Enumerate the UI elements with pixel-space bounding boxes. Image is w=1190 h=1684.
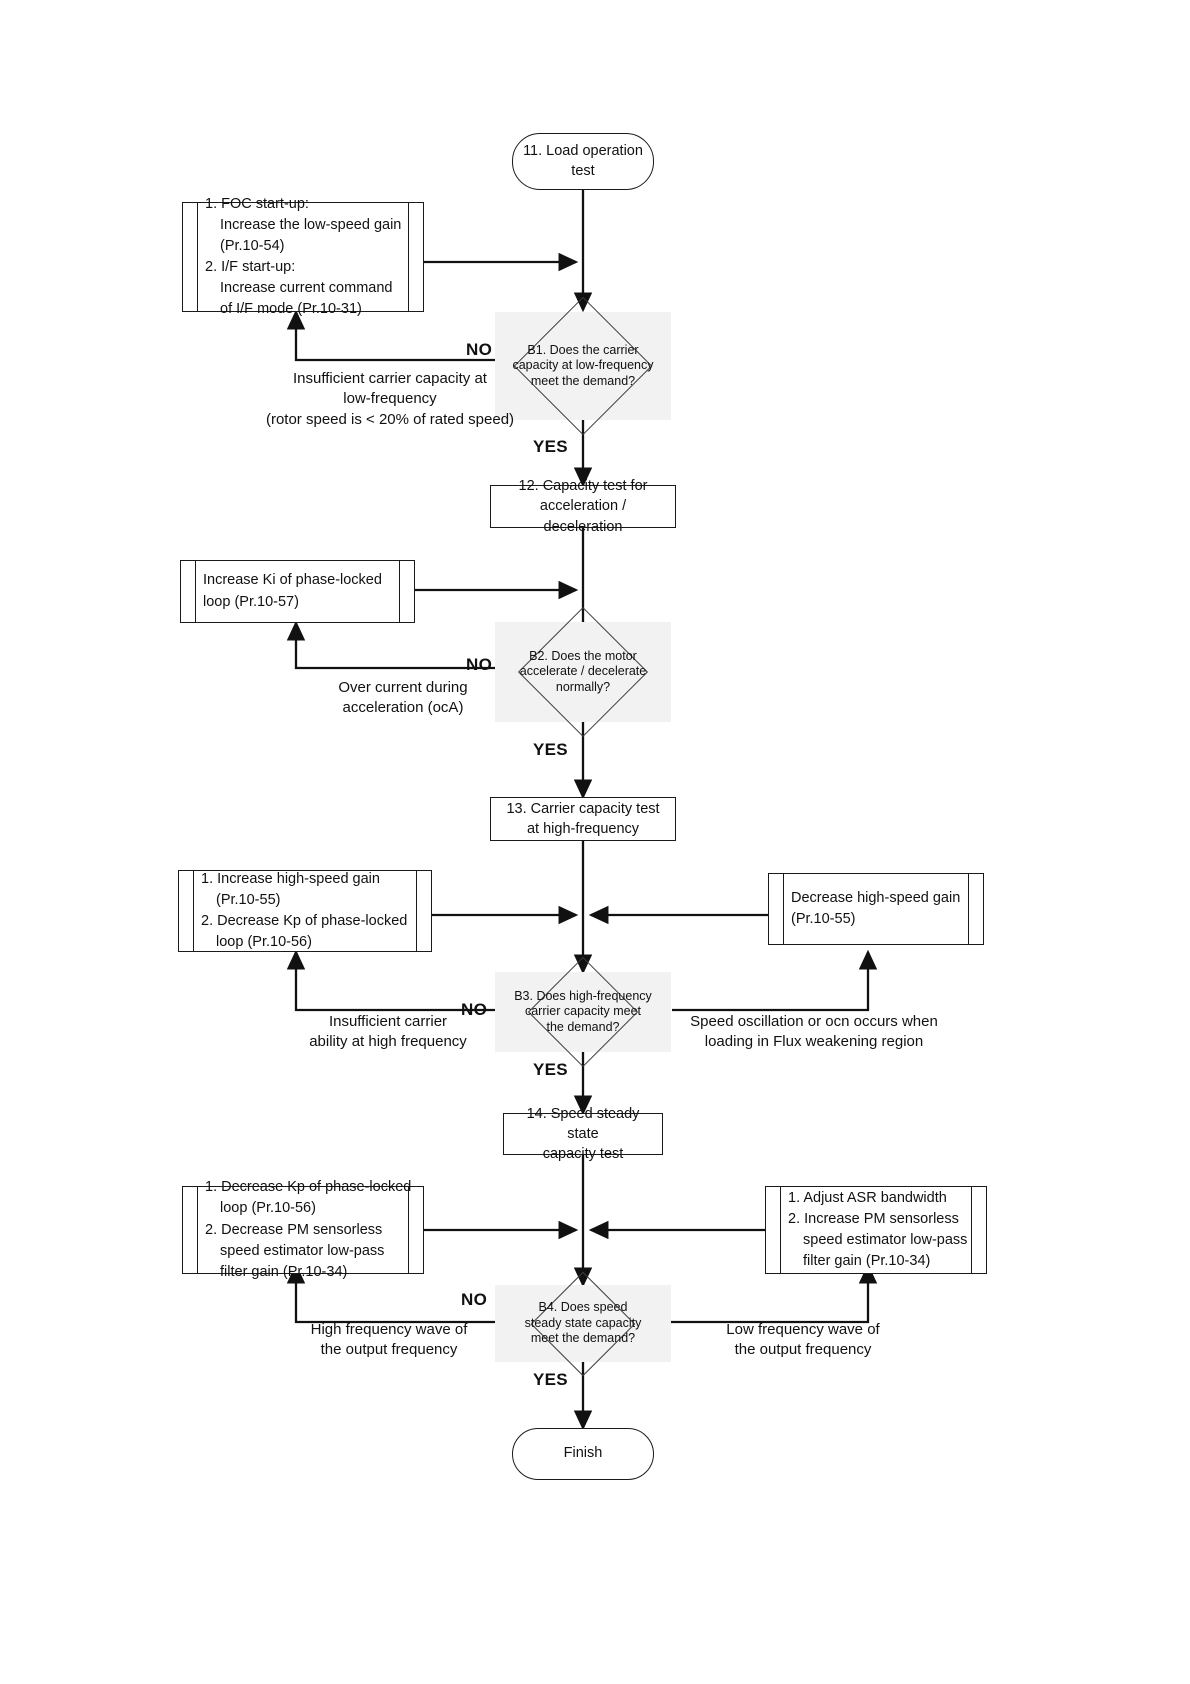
branch-label-b3-yes: YES: [533, 1060, 568, 1079]
node-label: 14. Speed steady state capacity test: [526, 1105, 640, 1163]
action-item-number: 1.: [205, 1179, 218, 1196]
action-list: 1. Adjust ASR bandwidth 2. Increase PM s…: [788, 1188, 980, 1272]
branch-label-b3-no: NO: [461, 1000, 488, 1019]
action-item: 1. Increase high-speed gain (Pr.10-55): [201, 869, 425, 911]
node-finish[interactable]: Finish: [512, 1428, 654, 1480]
action-box-increase-high-speed-gain[interactable]: 1. Increase high-speed gain (Pr.10-55) 2…: [178, 870, 432, 952]
action-item-head: Decrease PM sensorless: [221, 1221, 383, 1238]
action-item-head: Increase high-speed gain: [217, 870, 380, 887]
action-item-head: Adjust ASR bandwidth: [803, 1189, 947, 1206]
annotation-b4-no: High frequency wave of the output freque…: [310, 1321, 468, 1359]
action-item-line: filter gain (Pr.10-34): [220, 1263, 348, 1280]
action-item-head: FOC start-up:: [221, 195, 309, 212]
annotation-b1-no: Insufficient carrier capacity at low-fre…: [265, 370, 515, 428]
action-item-number: 2.: [201, 913, 214, 929]
action-item-number: 2.: [205, 259, 218, 275]
action-list: 1. FOC start-up: Increase the low-speed …: [205, 194, 417, 320]
decision-b1-carrier-capacity-low-frequency[interactable]: B1. Does the carrier capacity at low-fre…: [495, 296, 671, 436]
decision-b2-accelerate-decelerate[interactable]: B2. Does the motor accelerate / decelera…: [495, 606, 671, 738]
action-item: 2. I/F start-up: Increase current comman…: [205, 257, 417, 320]
action-item-head: Decrease Kp of phase-locked: [217, 913, 408, 929]
node-load-operation-test[interactable]: 11. Load operation test: [512, 133, 654, 190]
action-item-head: I/F start-up:: [221, 259, 296, 275]
action-item-line: of I/F mode (Pr.10-31): [220, 301, 362, 318]
annotation-b3-right: Speed oscillation or ocn occurs when loa…: [690, 1013, 938, 1051]
action-item-line: (Pr.10-54): [220, 237, 285, 254]
action-box-increase-ki-pll[interactable]: Increase Ki of phase-locked loop (Pr.10-…: [180, 560, 415, 623]
branch-label-b1-no: NO: [466, 340, 493, 359]
decision-b3-high-frequency-carrier-capacity[interactable]: B3. Does high-frequency carrier capacity…: [495, 956, 671, 1068]
node-capacity-test-accel-decel[interactable]: 12. Capacity test for acceleration / dec…: [490, 478, 676, 535]
action-box-text: 1. Increase high-speed gain (Pr.10-55) 2…: [201, 869, 425, 953]
annotation-b4-right: Low frequency wave of the output frequen…: [726, 1321, 880, 1359]
action-list: 1. Increase high-speed gain (Pr.10-55) 2…: [201, 869, 425, 953]
node-label: 11. Load operation test: [523, 142, 643, 179]
action-item-number: 2.: [788, 1210, 801, 1227]
action-item-line: speed estimator low-pass: [220, 1242, 385, 1259]
decision-label: B1. Does the carrier capacity at low-fre…: [512, 342, 654, 388]
action-item-head: Increase PM sensorless: [804, 1210, 959, 1227]
branch-label-b4-no: NO: [461, 1290, 488, 1309]
action-item-line: loop (Pr.10-56): [216, 934, 312, 951]
action-list: 1. Decrease Kp of phase-locked loop (Pr.…: [205, 1177, 417, 1282]
node-speed-steady-state-capacity-test[interactable]: 14. Speed steady state capacity test: [503, 1106, 663, 1162]
action-item-number: 1.: [205, 195, 218, 212]
action-item-number: 1.: [201, 870, 214, 887]
action-item-number: 2.: [205, 1221, 218, 1238]
action-item: 2. Decrease Kp of phase-locked loop (Pr.…: [201, 911, 425, 953]
branch-label-b4-yes: YES: [533, 1370, 568, 1389]
action-box-decrease-kp-pll-lowpass[interactable]: 1. Decrease Kp of phase-locked loop (Pr.…: [182, 1179, 424, 1280]
branch-label-b2-no: NO: [466, 655, 493, 674]
annotation-b3-no: Insufficient carrier ability at high fre…: [309, 1013, 467, 1051]
branch-label-b1-yes: YES: [533, 437, 568, 456]
action-item: 1. Adjust ASR bandwidth: [788, 1188, 980, 1209]
action-item-number: 1.: [788, 1189, 801, 1206]
action-item: 1. FOC start-up: Increase the low-speed …: [205, 194, 417, 257]
annotation-b2-no: Over current during acceleration (ocA): [338, 679, 468, 717]
action-box-decrease-high-speed-gain[interactable]: Decrease high-speed gain (Pr.10-55): [768, 873, 984, 945]
action-box-foc-if-startup[interactable]: 1. FOC start-up: Increase the low-speed …: [182, 196, 424, 317]
decision-b4-speed-steady-state-capacity[interactable]: B4. Does speed steady state capacity mee…: [495, 1271, 671, 1376]
action-item-head: Decrease Kp of phase-locked: [221, 1179, 412, 1196]
action-box-text: 1. FOC start-up: Increase the low-speed …: [205, 194, 417, 320]
action-item: 2. Increase PM sensorless speed estimato…: [788, 1209, 980, 1272]
node-label: Finish: [563, 1445, 603, 1462]
action-item: 2. Decrease PM sensorless speed estimato…: [205, 1220, 417, 1283]
node-carrier-capacity-test-high-frequency[interactable]: 13. Carrier capacity test at high-freque…: [490, 797, 676, 841]
action-box-text: 1. Decrease Kp of phase-locked loop (Pr.…: [205, 1177, 417, 1282]
branch-label-b2-yes: YES: [533, 740, 568, 759]
action-item-line: filter gain (Pr.10-34): [803, 1253, 931, 1270]
decision-label: B4. Does speed steady state capacity mee…: [524, 1300, 642, 1346]
action-item-line: speed estimator low-pass: [803, 1232, 968, 1248]
decision-label: B2. Does the motor accelerate / decelera…: [519, 648, 647, 694]
action-box-text: 1. Adjust ASR bandwidth 2. Increase PM s…: [788, 1188, 980, 1272]
action-item: 1. Decrease Kp of phase-locked loop (Pr.…: [205, 1177, 417, 1219]
node-label: 13. Carrier capacity test at high-freque…: [506, 800, 660, 837]
action-item-line: loop (Pr.10-56): [220, 1200, 316, 1217]
action-item-line: Increase the low-speed gain: [220, 216, 402, 233]
action-box-text: Decrease high-speed gain (Pr.10-55): [791, 889, 961, 927]
decision-label: B3. Does high-frequency carrier capacity…: [514, 988, 652, 1034]
action-item-line: (Pr.10-55): [216, 891, 281, 908]
node-label: 12. Capacity test for acceleration / dec…: [518, 478, 648, 535]
action-box-adjust-asr-increase-lowpass[interactable]: 1. Adjust ASR bandwidth 2. Increase PM s…: [765, 1186, 987, 1274]
action-box-text: Increase Ki of phase-locked loop (Pr.10-…: [203, 572, 382, 610]
action-item-line: Increase current command: [220, 280, 393, 297]
